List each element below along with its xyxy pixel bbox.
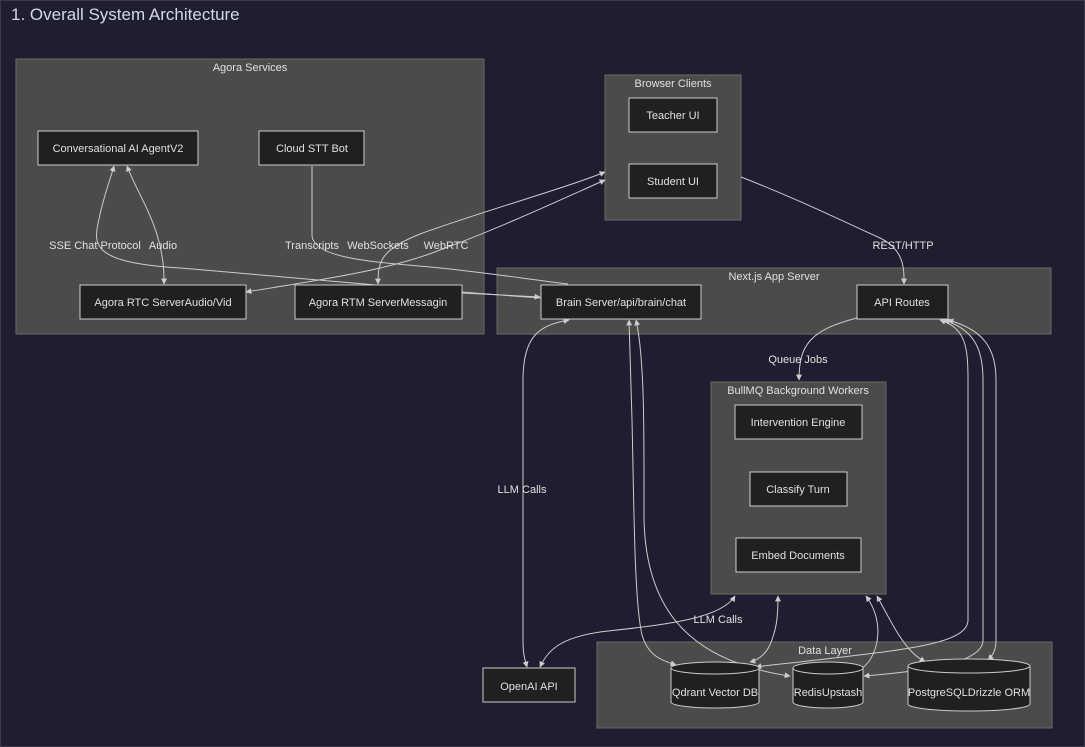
edge-label-llm-workers: LLM Calls <box>694 614 743 626</box>
node-classify-turn <box>749 471 848 507</box>
edge-label-transcripts: Transcripts <box>285 240 339 252</box>
node-label-student-ui: Student UI <box>647 176 699 188</box>
edge-label-audio: Audio <box>149 240 177 252</box>
node-redis-cylinder <box>792 661 864 709</box>
node-label-agora-rtm: Agora RTM ServerMessagin <box>309 297 448 309</box>
node-label-embed-documents: Embed Documents <box>751 550 845 562</box>
node-qdrant-cylinder <box>670 661 760 709</box>
node-agora-rtm <box>294 284 463 320</box>
edge-webrtc <box>245 179 606 295</box>
group-label-agora: Agora Services <box>213 62 288 74</box>
edge-rest-http <box>740 176 908 285</box>
node-label-qdrant: Qdrant Vector DB <box>672 687 758 699</box>
node-label-teacher-ui: Teacher UI <box>646 110 699 122</box>
node-api-routes <box>856 284 949 320</box>
edge-rtm-brain <box>461 292 541 300</box>
node-label-conversational-ai: Conversational AI AgentV2 <box>53 143 184 155</box>
node-embed-documents <box>735 537 862 573</box>
group-label-nextjs: Next.js App Server <box>728 271 819 283</box>
node-agora-rtc <box>79 284 247 320</box>
node-cloud-stt-bot <box>258 130 365 166</box>
page-title: 1. Overall System Architecture <box>11 5 240 24</box>
node-label-openai-api: OpenAI API <box>500 681 557 693</box>
node-postgres-cylinder <box>907 658 1031 712</box>
group-label-bullmq: BullMQ Background Workers <box>727 385 869 397</box>
edge-label-llm-brain: LLM Calls <box>498 484 547 496</box>
node-label-intervention-engine: Intervention Engine <box>751 417 846 429</box>
node-label-brain-server: Brain Server/api/brain/chat <box>556 297 686 309</box>
node-label-api-routes: API Routes <box>874 297 930 309</box>
node-student-ui <box>628 163 718 199</box>
edge-label-queue: Queue Jobs <box>768 354 828 366</box>
node-openai-api <box>482 667 576 703</box>
node-label-agora-rtc: Agora RTC ServerAudio/Vid <box>94 297 231 309</box>
edge-label-sse: SSE Chat Protocol <box>49 240 141 252</box>
group-label-browser: Browser Clients <box>634 78 712 90</box>
node-conversational-ai <box>37 130 199 166</box>
node-label-cloud-stt-bot: Cloud STT Bot <box>276 143 348 155</box>
edge-label-rest: REST/HTTP <box>872 240 933 252</box>
edge-llm-calls-brain <box>522 317 570 668</box>
group-label-data: Data Layer <box>798 645 852 657</box>
node-teacher-ui <box>628 97 718 133</box>
edge-audio <box>126 165 168 285</box>
edge-label-websockets: WebSockets <box>347 240 409 252</box>
edge-brain-qdrant <box>626 319 677 667</box>
edge-api-postgres <box>947 318 997 661</box>
node-intervention-engine <box>734 404 863 440</box>
edge-brain-redis <box>634 319 791 679</box>
edge-label-webrtc: WebRTC <box>424 240 469 252</box>
node-label-postgres: PostgreSQLDrizzle ORM <box>908 687 1030 699</box>
node-label-classify-turn: Classify Turn <box>766 484 830 496</box>
node-brain-server <box>540 284 702 320</box>
node-label-redis: RedisUpstash <box>794 687 862 699</box>
